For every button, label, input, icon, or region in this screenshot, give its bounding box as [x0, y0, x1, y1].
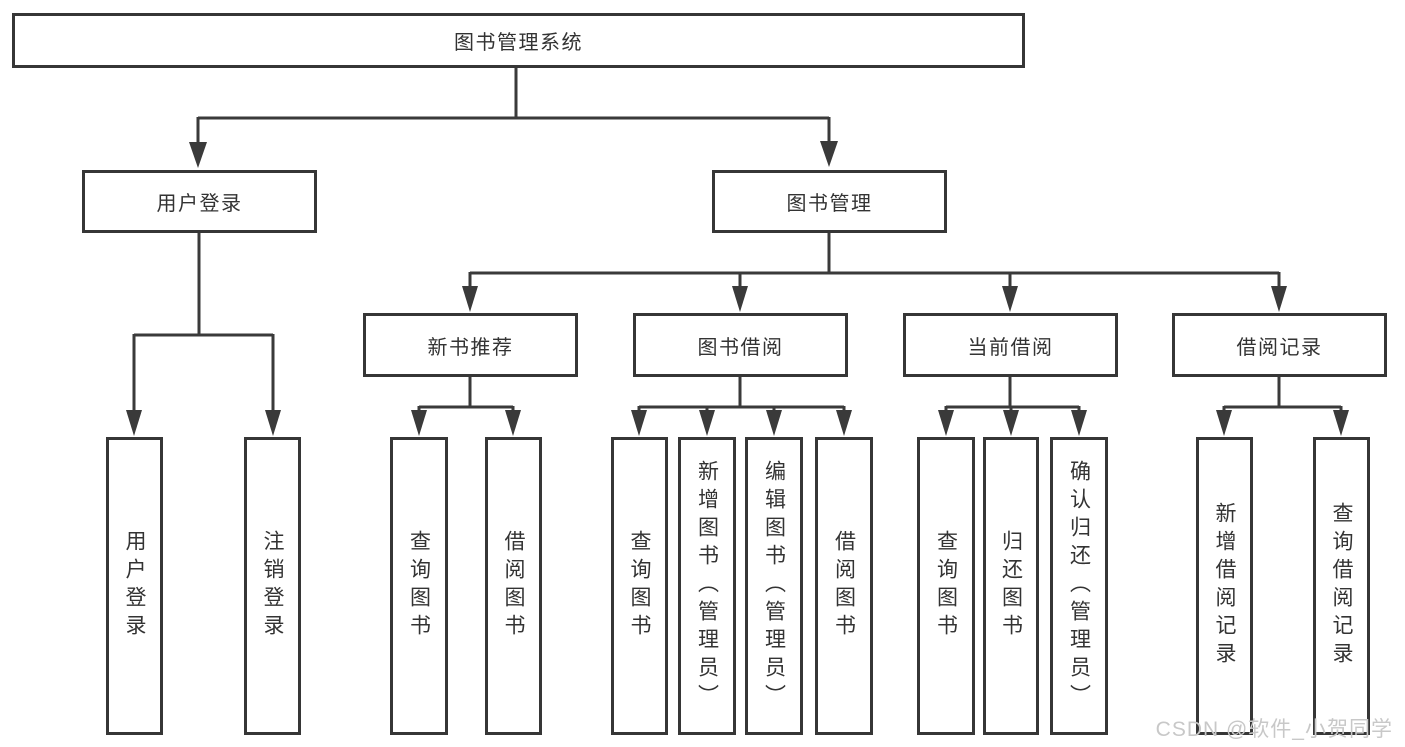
leaf-borrow-add-books-admin: 新增图书（管理员）	[678, 437, 736, 735]
leaf-current-query-books: 查询图书	[917, 437, 975, 735]
node-current-borrow-label: 当前借阅	[967, 336, 1054, 359]
node-new-book-recommend: 新书推荐	[363, 313, 578, 377]
leaf-borrow-edit-books-admin-label: 编辑图书（管理员）	[762, 460, 786, 712]
leaf-recommend-borrow-books: 借阅图书	[485, 437, 542, 735]
leaf-logout-login: 注销登录	[244, 437, 301, 735]
node-book-borrow: 图书借阅	[633, 313, 848, 377]
arrowheads	[126, 141, 1349, 436]
node-borrow-records: 借阅记录	[1172, 313, 1387, 377]
leaf-current-query-books-label: 查询图书	[934, 530, 958, 642]
leaf-records-query-record: 查询借阅记录	[1313, 437, 1370, 735]
node-user-login-label: 用户登录	[156, 193, 243, 215]
leaf-borrow-borrow-books: 借阅图书	[815, 437, 873, 735]
leaf-current-return-books-label: 归还图书	[999, 530, 1023, 642]
leaf-user-login: 用户登录	[106, 437, 163, 735]
node-root: 图书管理系统	[12, 13, 1025, 68]
leaf-borrow-edit-books-admin: 编辑图书（管理员）	[745, 437, 803, 735]
leaf-borrow-add-books-admin-label: 新增图书（管理员）	[695, 460, 719, 712]
leaf-current-confirm-return-admin-label: 确认归还（管理员）	[1067, 460, 1091, 712]
node-new-book-recommend-label: 新书推荐	[427, 336, 514, 359]
leaf-records-query-record-label: 查询借阅记录	[1330, 502, 1353, 670]
leaf-logout-login-label: 注销登录	[261, 530, 284, 642]
leaf-records-add-record-label: 新增借阅记录	[1213, 502, 1236, 670]
watermark-text: CSDN @软件_小贺同学	[1155, 718, 1393, 741]
leaf-borrow-query-books-label: 查询图书	[628, 530, 651, 642]
leaf-recommend-query-books: 查询图书	[390, 437, 448, 735]
leaf-current-confirm-return-admin: 确认归还（管理员）	[1050, 437, 1108, 735]
node-root-label: 图书管理系统	[454, 32, 583, 54]
node-user-login: 用户登录	[82, 170, 317, 233]
leaf-user-login-label: 用户登录	[123, 530, 146, 642]
leaf-borrow-query-books: 查询图书	[611, 437, 668, 735]
leaf-recommend-query-books-label: 查询图书	[407, 530, 431, 642]
node-borrow-records-label: 借阅记录	[1236, 336, 1323, 359]
leaf-borrow-borrow-books-label: 借阅图书	[832, 530, 856, 642]
leaf-records-add-record: 新增借阅记录	[1196, 437, 1253, 735]
node-book-management: 图书管理	[712, 170, 947, 233]
leaf-current-return-books: 归还图书	[983, 437, 1039, 735]
node-book-borrow-label: 图书借阅	[697, 336, 784, 359]
node-current-borrow: 当前借阅	[903, 313, 1118, 377]
leaf-recommend-borrow-books-label: 借阅图书	[502, 530, 525, 642]
node-book-management-label: 图书管理	[786, 193, 873, 215]
